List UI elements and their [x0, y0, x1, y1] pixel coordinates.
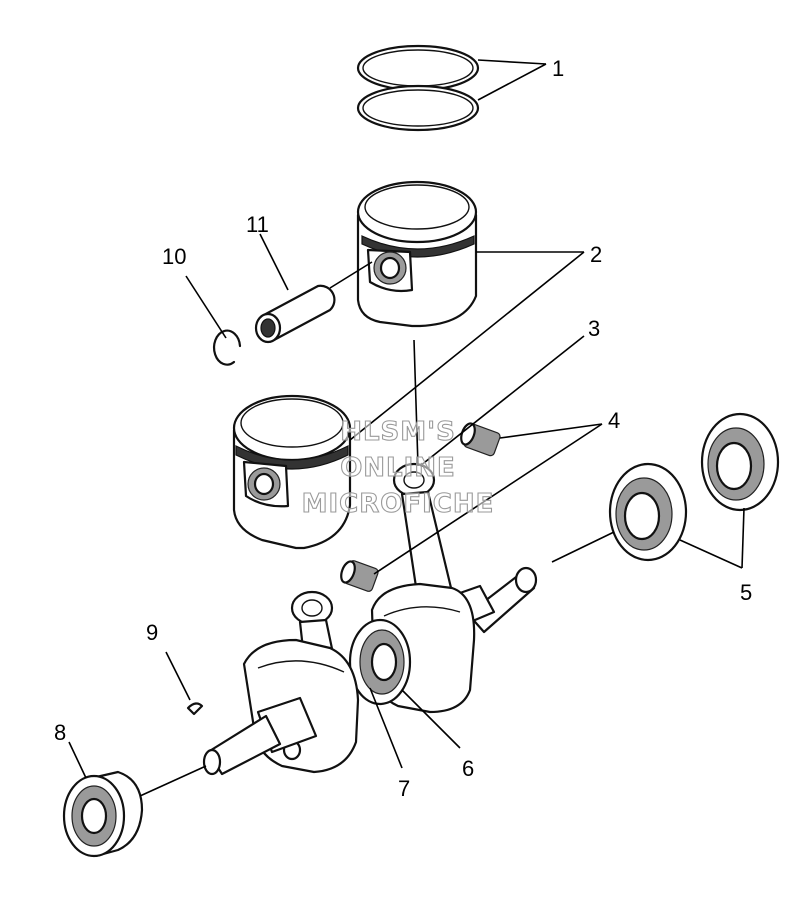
callout-7: 7 — [398, 776, 410, 801]
connecting-rod-upper — [392, 462, 454, 602]
watermark-line-1: HLSM'S — [340, 417, 456, 447]
circlip — [212, 329, 242, 366]
leader-lines — [68, 59, 745, 797]
callout-9: 9 — [146, 620, 158, 645]
watermark: HLSM'S ONLINE MICROFICHE — [301, 416, 495, 519]
piston-lower — [232, 394, 352, 550]
main-bearing-outer — [700, 412, 780, 512]
callout-2: 2 — [590, 242, 602, 267]
main-bearing-inner — [608, 462, 688, 562]
callout-8: 8 — [54, 720, 66, 745]
needle-bearing-lower — [340, 560, 379, 592]
crankshaft-left-shaft — [202, 696, 318, 776]
piston-pin — [254, 284, 336, 344]
needle-bearing-upper — [460, 422, 501, 457]
callout-5: 5 — [740, 580, 752, 605]
callout-10: 10 — [162, 244, 186, 269]
watermark-line-3: MICROFICHE — [302, 489, 495, 519]
piston-upper — [356, 180, 478, 328]
callout-3: 3 — [588, 316, 600, 341]
woodruff-key — [186, 702, 204, 716]
callout-4: 4 — [608, 408, 620, 433]
piston-rings — [356, 44, 480, 132]
callout-labels: 1 2 3 4 5 6 7 8 9 10 11 — [54, 56, 752, 801]
center-seal — [348, 618, 412, 706]
end-bearing — [62, 770, 144, 858]
callout-1: 1 — [552, 56, 564, 81]
callout-6: 6 — [462, 756, 474, 781]
watermark-line-2: ONLINE — [340, 453, 456, 483]
callout-11: 11 — [246, 212, 269, 237]
